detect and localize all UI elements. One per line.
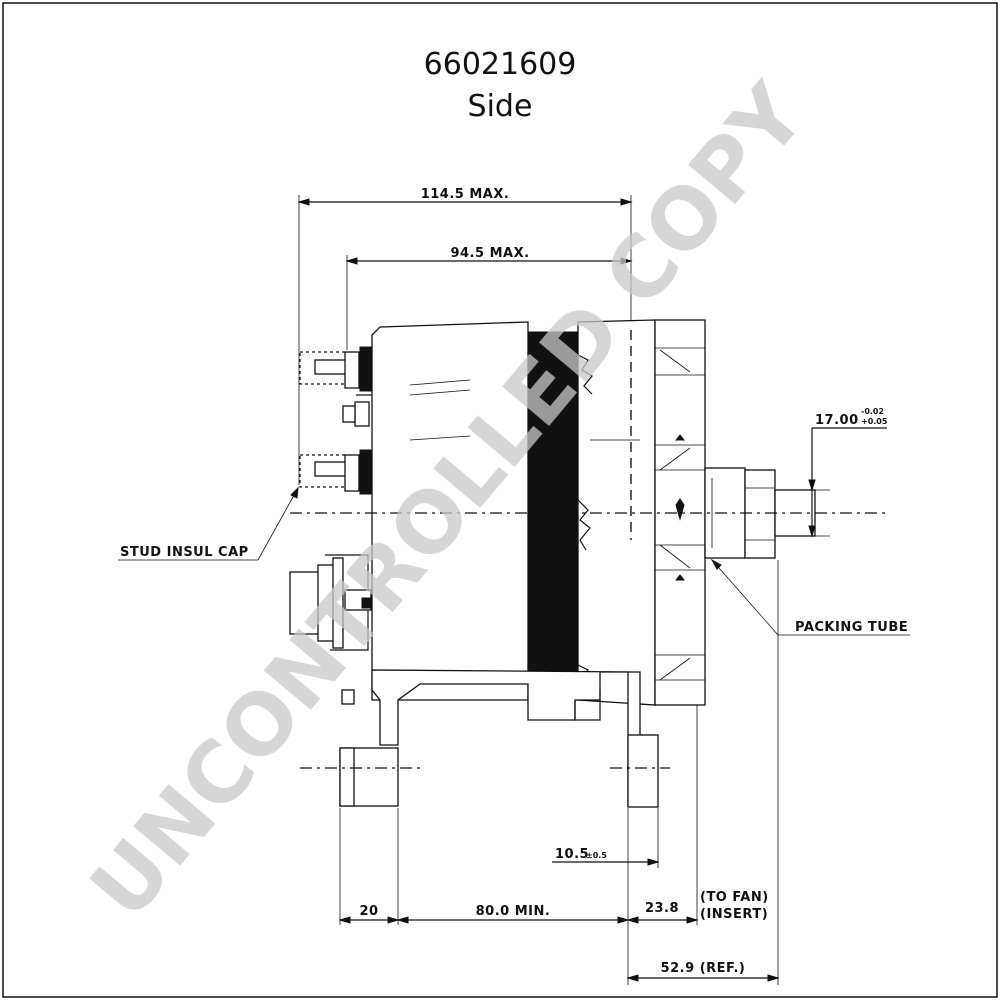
view-title: Side [468,89,533,124]
mounting-bracket [339,669,659,808]
fan-note-line2: (INSERT) [700,907,768,922]
dim-ear-width-label: 20 [359,904,378,919]
fan-note-line1: (TO FAN) [700,890,769,905]
dim-shaft-diameter: 17.00 -0.02 +0.05 [780,407,888,538]
dim-bottom-chain: 20 80.0 MIN. 23.8 (TO FAN) (INSERT) 52.9… [338,560,780,985]
dim-ear-spacing-label: 80.0 MIN. [476,904,551,919]
rear-terminal-studs [299,346,373,495]
dim-overall-length: 114.5 MAX. [297,187,633,485]
dim-fan-offset-label: 23.8 [645,901,679,916]
dim-body-length: 94.5 MAX. [345,246,633,350]
dim-shaft-tol-lower: +0.05 [861,417,888,426]
dim-mount-offset: 10.5 ±0.5 [552,808,660,868]
callout-stud-insul-cap: STUD INSUL CAP [118,486,299,561]
regulator-connector [289,554,373,705]
dim-shaft-label: 17.00 [815,413,859,428]
packing-tube-label: PACKING TUBE [795,620,908,635]
dim-mount-offset-tol: ±0.5 [586,851,607,860]
dim-body-label: 94.5 MAX. [450,246,529,261]
stud-insul-cap-label: STUD INSUL CAP [120,545,249,560]
dim-mount-offset-label: 10.5 [555,847,589,862]
callout-packing-tube: PACKING TUBE [710,558,910,636]
dim-shaft-tol-upper: -0.02 [861,407,884,416]
dim-reference-label: 52.9 (REF.) [661,961,746,976]
part-number-title: 66021609 [424,47,577,82]
dim-overall-label: 114.5 MAX. [421,187,510,202]
